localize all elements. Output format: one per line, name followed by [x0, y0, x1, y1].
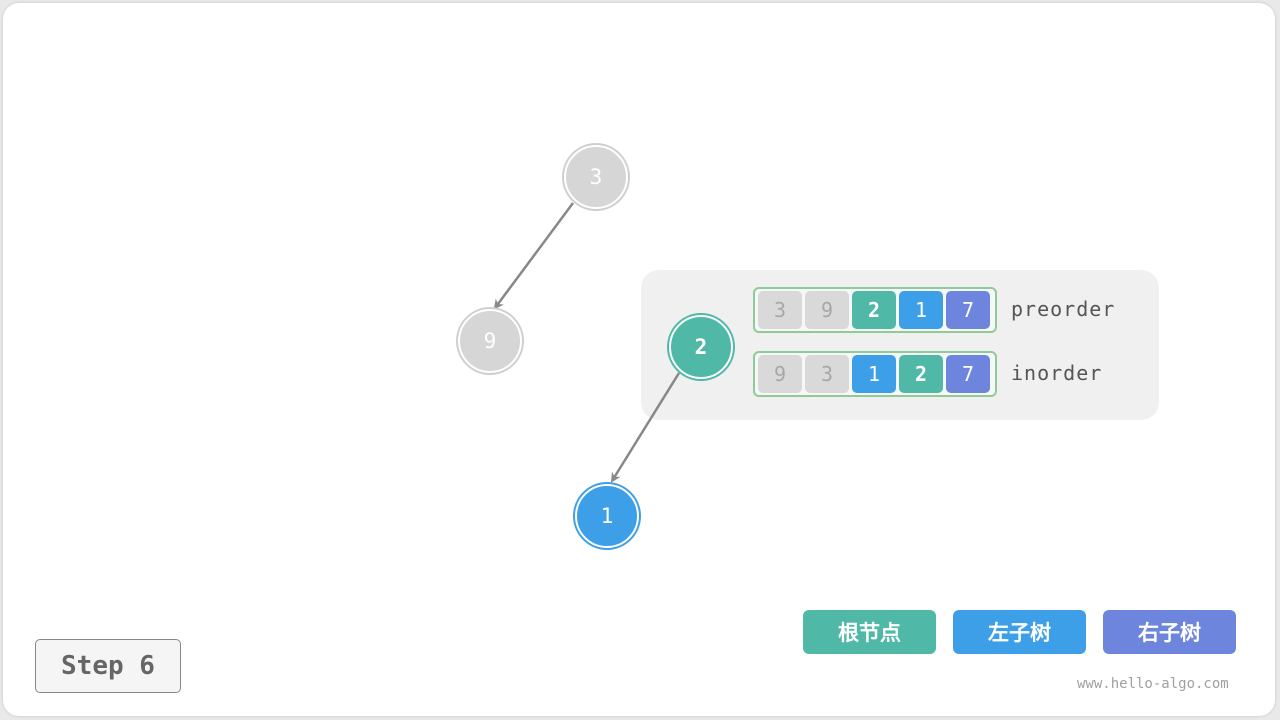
preorder-cell-left: 1 [899, 291, 943, 329]
preorder-cell: 9 [805, 291, 849, 329]
inorder-label: inorder [1011, 361, 1103, 385]
preorder-cell: 3 [758, 291, 802, 329]
legend-left-subtree: 左子树 [953, 610, 1086, 654]
tree-node-1-left: 1 [575, 484, 639, 548]
inorder-cell-root: 2 [899, 355, 943, 393]
edge-3-9 [493, 202, 575, 310]
inorder-cell-left: 1 [852, 355, 896, 393]
preorder-label: preorder [1011, 297, 1116, 321]
preorder-array: 3 9 2 1 7 [753, 287, 997, 333]
diagram-canvas: 3 9 2 1 3 9 2 1 7 preorder 9 3 1 2 7 ino… [3, 3, 1275, 716]
preorder-cell-root: 2 [852, 291, 896, 329]
watermark: www.hello-algo.com [1077, 676, 1229, 692]
tree-node-9: 9 [458, 309, 522, 373]
legend-root: 根节点 [803, 610, 936, 654]
preorder-cell-right: 7 [946, 291, 990, 329]
legend-right-subtree: 右子树 [1103, 610, 1236, 654]
inorder-cell: 9 [758, 355, 802, 393]
step-indicator: Step 6 [35, 639, 181, 693]
inorder-cell: 3 [805, 355, 849, 393]
inorder-cell-right: 7 [946, 355, 990, 393]
tree-node-3: 3 [564, 145, 628, 209]
inorder-array: 9 3 1 2 7 [753, 351, 997, 397]
edge-2-1 [610, 372, 681, 483]
tree-edges [493, 202, 681, 483]
tree-node-2-root: 2 [669, 315, 733, 379]
